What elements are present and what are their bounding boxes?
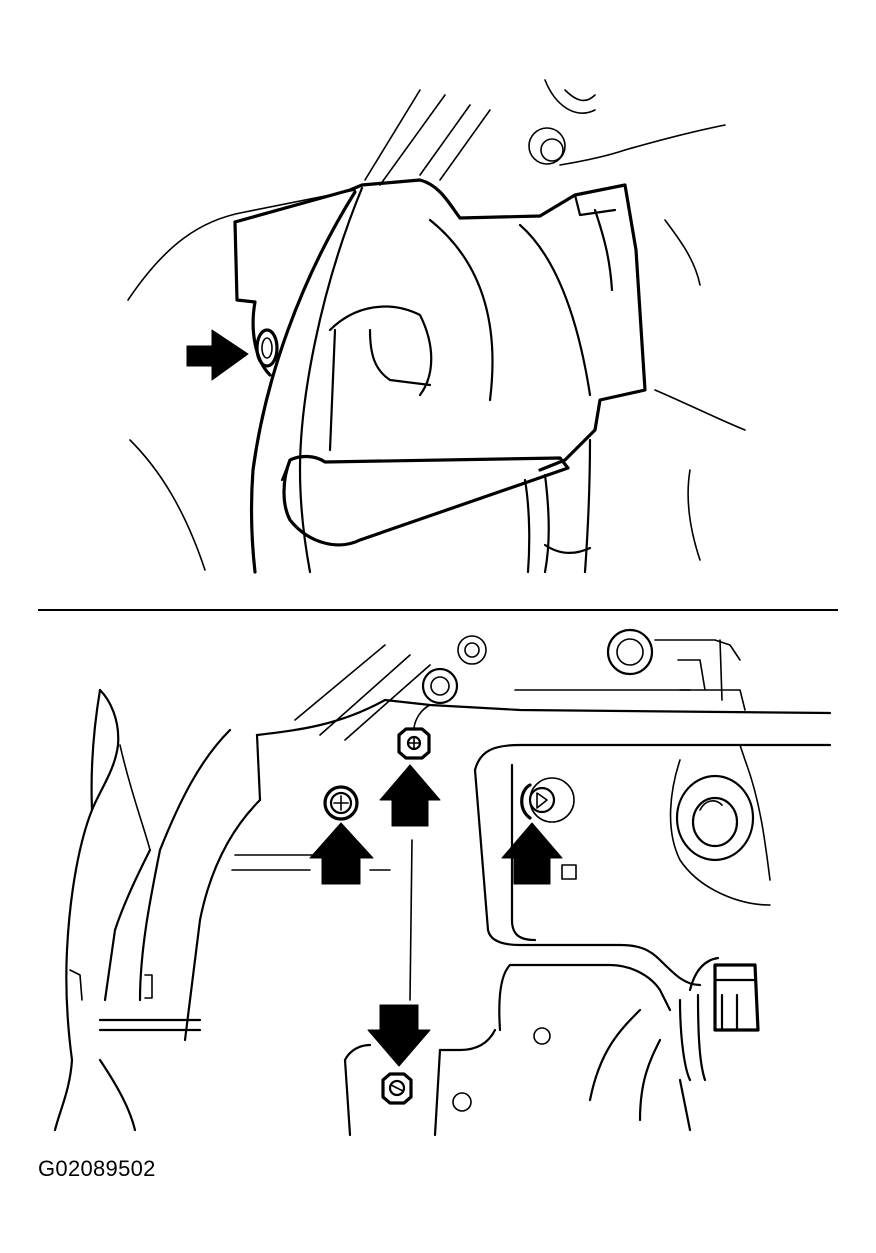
arrow-down-icon — [367, 1004, 431, 1067]
bolt-left — [323, 785, 359, 821]
arrow-up-icon — [379, 764, 441, 827]
arrow-up-icon — [501, 822, 563, 885]
arrow-right-icon — [186, 329, 249, 381]
bolt-right — [520, 777, 575, 823]
figure-code: G02089502 — [38, 1156, 156, 1181]
lower-panel — [53, 628, 832, 1137]
arrow-up-icon — [309, 822, 374, 885]
upper-panel — [127, 79, 746, 574]
bolt-top-center — [397, 727, 431, 760]
bolt-bottom — [381, 1072, 413, 1105]
